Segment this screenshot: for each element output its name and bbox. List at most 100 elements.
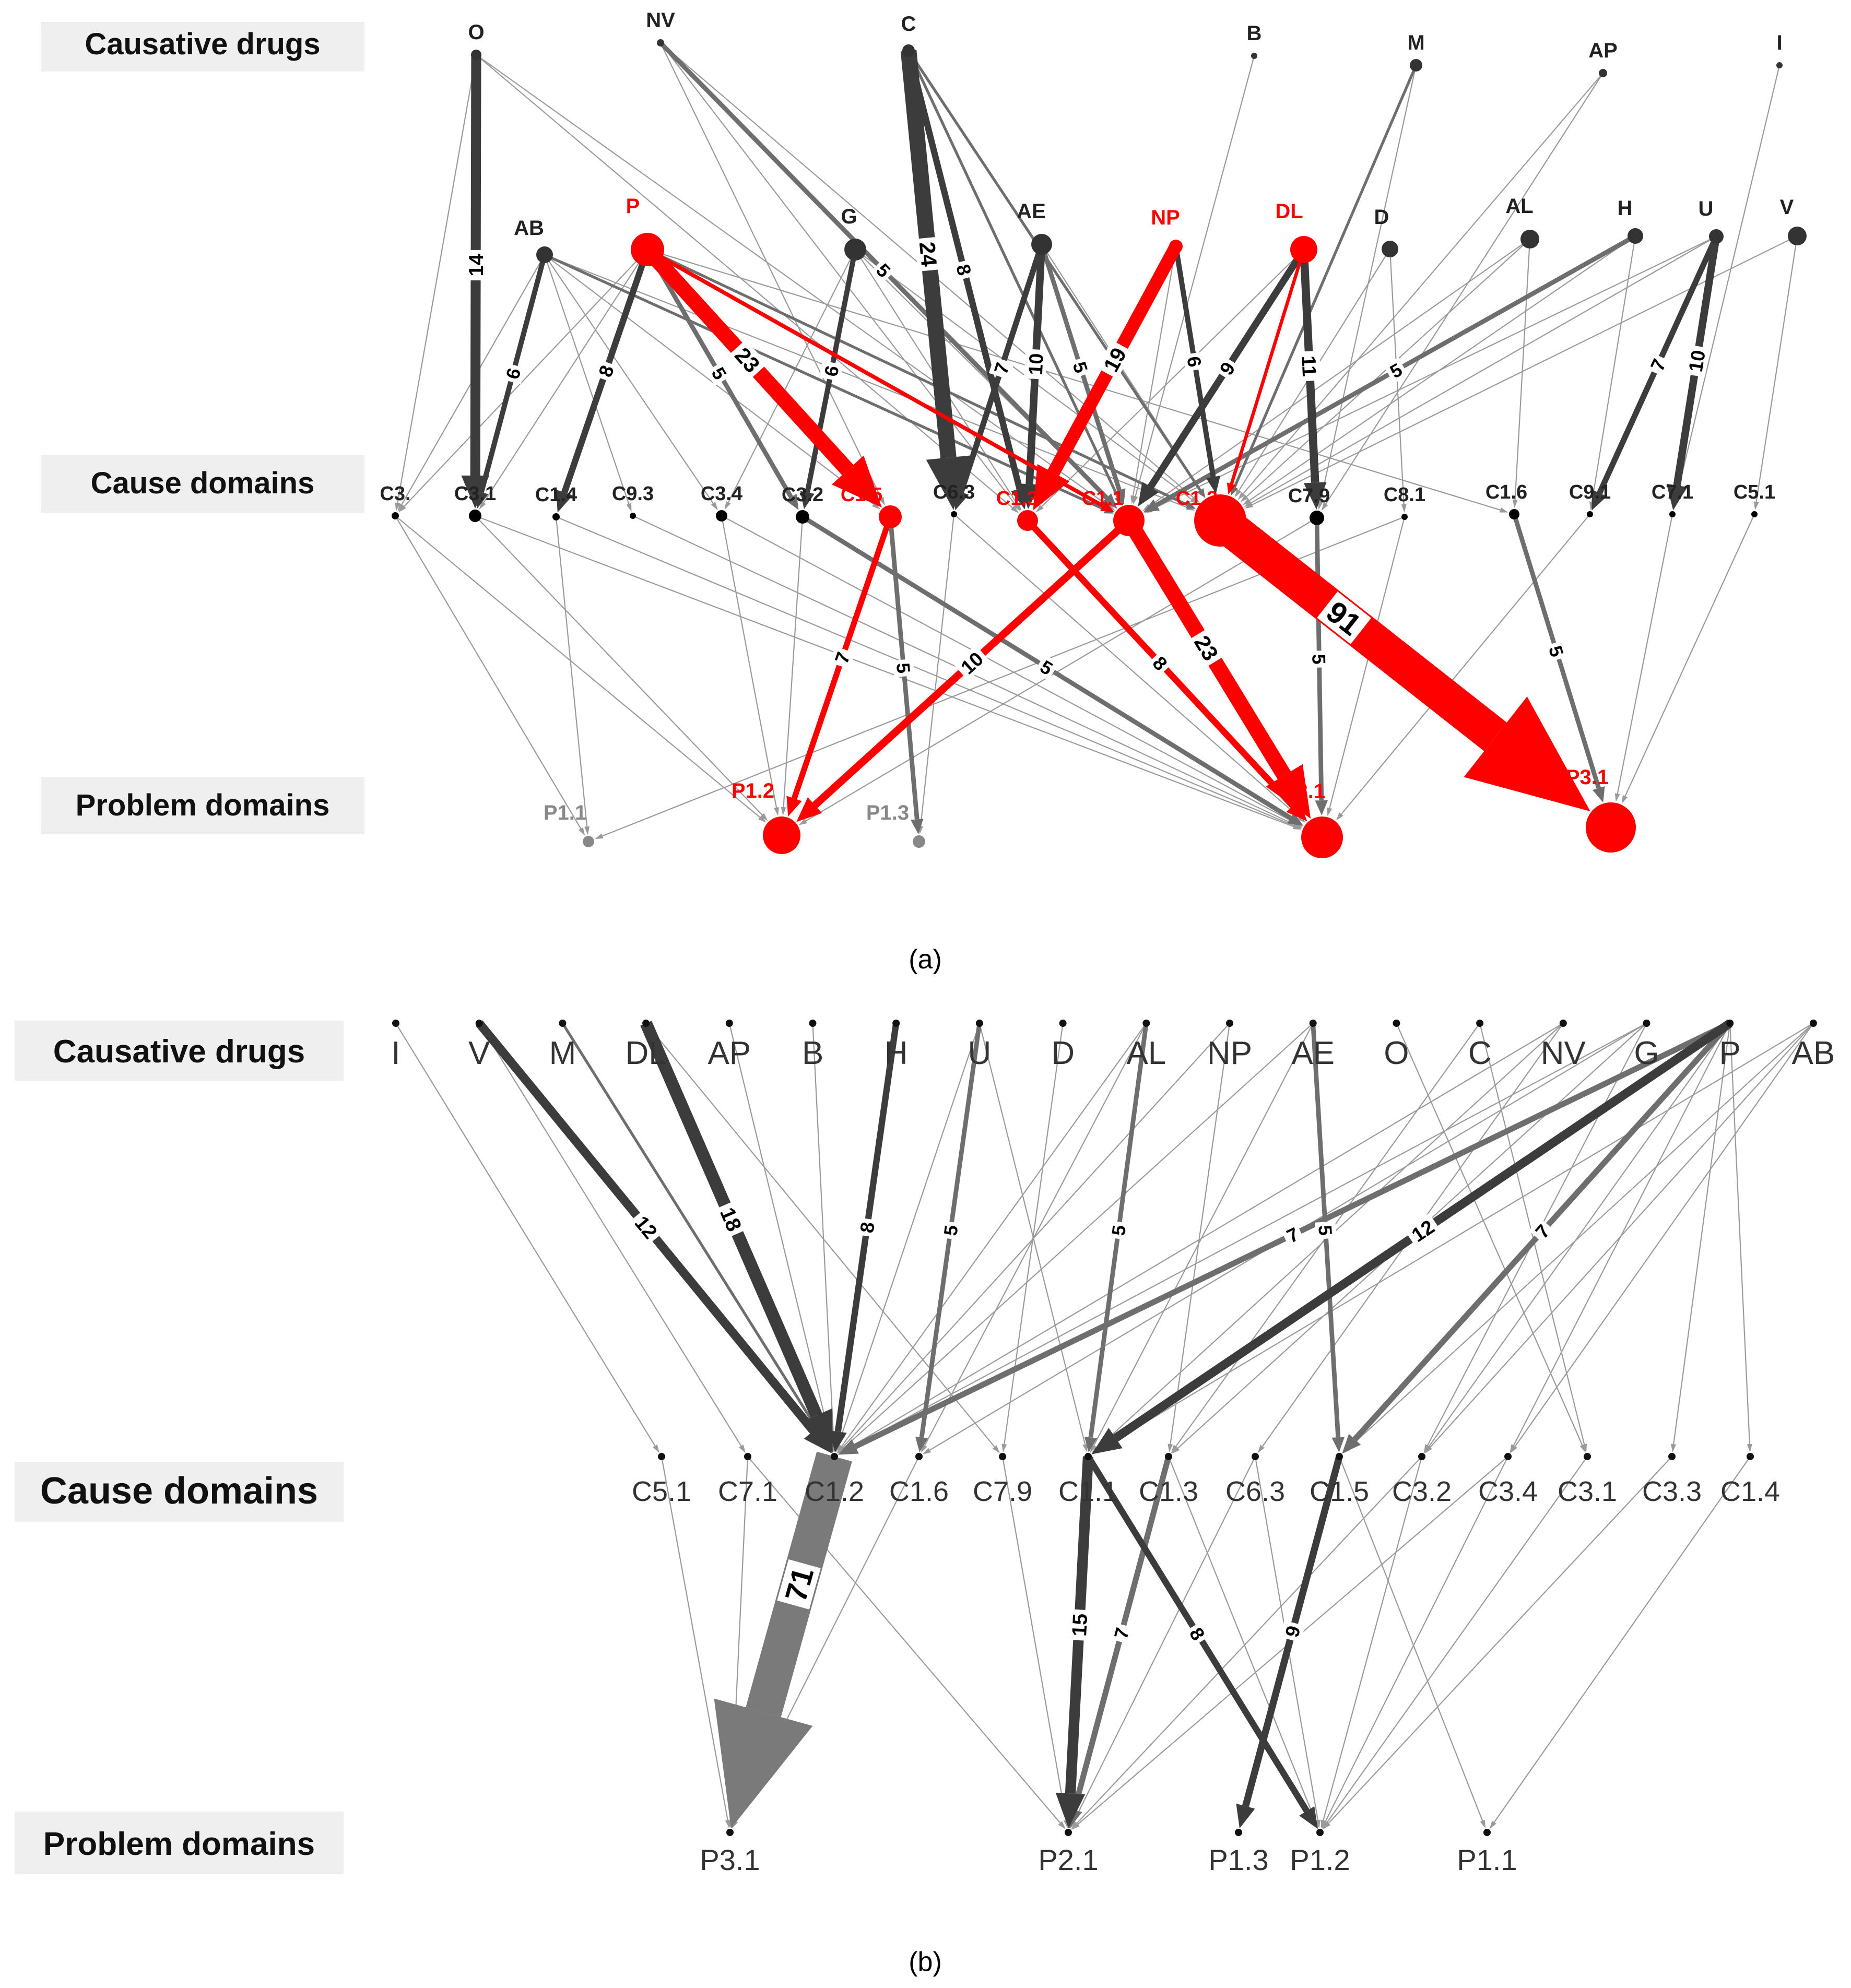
- edge-label-bg: [988, 357, 1014, 380]
- edge-b-c1-3-to-p1-2: [1168, 1456, 1316, 1821]
- edge-b-c7-9-to-p2-1: [1001, 1456, 1067, 1820]
- edge-label-bg: [1308, 650, 1330, 668]
- edges-layer-a: [395, 41, 1798, 839]
- edge-label-a: 5: [1034, 654, 1059, 681]
- edge-arrowhead: [758, 815, 767, 823]
- edge-label-bg: [777, 1559, 821, 1610]
- node-p1-3: P1.3: [866, 801, 925, 848]
- edge-label-bg: [951, 258, 977, 281]
- edge-a-c8-1-to-p2-1: [1329, 516, 1406, 809]
- node-ap: AP: [1588, 39, 1618, 77]
- edge-arrowhead: [798, 819, 807, 825]
- edge-label-bg: [727, 339, 768, 380]
- edge-arrowhead: [711, 502, 718, 511]
- node-label: C5.1: [632, 1476, 691, 1507]
- node-label: V: [1780, 196, 1794, 219]
- node-label: C1.2: [1176, 488, 1218, 510]
- edge-b-p-to-c3-3: [1673, 1023, 1731, 1445]
- edge-b-ae-to-c1-1: [1093, 1023, 1314, 1446]
- edge-a-h-to-c9-1: [1591, 235, 1636, 502]
- node-circle: [1586, 802, 1636, 853]
- node-label: C3.1: [1558, 1476, 1617, 1507]
- node-circle: [657, 39, 664, 46]
- node-b: B: [802, 1020, 823, 1071]
- row-label-text: Problem domains: [43, 1826, 315, 1862]
- node-circle: [796, 510, 809, 524]
- edge-arrowhead: [1591, 490, 1607, 511]
- edge-label-bg: [819, 360, 843, 382]
- node-circle: [1226, 1020, 1233, 1027]
- node-d: D: [1374, 206, 1398, 257]
- edge-arrowhead: [1236, 1803, 1255, 1829]
- node-p2-1: P2.1: [1282, 780, 1343, 858]
- edge-label-b: 8: [855, 1217, 879, 1238]
- node-circle: [1643, 1020, 1650, 1027]
- node-label: D: [1051, 1035, 1075, 1071]
- edge-label-bg: [628, 1208, 665, 1246]
- node-v: V: [1780, 196, 1807, 245]
- node-c1-6: C1.6: [1485, 481, 1527, 519]
- edge-b-g-to-c1-2: [845, 1023, 1647, 1451]
- node-label: C3.2: [782, 484, 823, 506]
- node-label: C1.1: [1058, 1476, 1118, 1507]
- row-label-problems-a: Problem domains: [41, 777, 364, 834]
- edge-arrowhead: [1015, 502, 1022, 511]
- edge-arrowhead: [1499, 507, 1508, 513]
- node-circle: [1301, 816, 1343, 858]
- node-nv: NV: [646, 9, 675, 46]
- panel-a-caption: (a): [909, 944, 942, 975]
- node-c6-3: C6.3: [1225, 1453, 1285, 1507]
- edge-a-c9-1-to-p2-1: [1341, 514, 1590, 815]
- edge-label-a: 5: [1544, 640, 1569, 662]
- edge-weight-label: 5: [892, 662, 914, 674]
- node-circle: [583, 836, 594, 847]
- node-u: U: [1699, 197, 1724, 244]
- node-circle: [809, 1020, 817, 1027]
- node-circle: [1252, 1453, 1259, 1460]
- edge-arrowhead: [1257, 1445, 1265, 1453]
- edge-arrowhead: [1237, 492, 1245, 500]
- node-label: H: [1618, 197, 1633, 220]
- node-circle: [902, 44, 915, 57]
- edge-b-c3-3-to-p1-2: [1328, 1456, 1672, 1824]
- edge-arrowhead: [1192, 495, 1200, 503]
- node-p3-1: P3.1: [700, 1829, 760, 1876]
- node-circle: [552, 513, 560, 520]
- edge-weight-label: 24: [915, 241, 941, 268]
- edge-arrowhead: [1138, 481, 1159, 507]
- node-np: NP: [1151, 206, 1183, 253]
- node-label: C7.1: [718, 1476, 777, 1507]
- node-label: NP: [1207, 1035, 1252, 1071]
- edge-label-bg: [939, 1221, 962, 1240]
- edge-label-a: 7: [829, 646, 855, 669]
- node-circle: [1031, 234, 1052, 255]
- edge-a-c1-4-to-p1-1: [555, 516, 588, 827]
- node-circle: [1017, 510, 1038, 531]
- node-u: U: [968, 1020, 991, 1071]
- node-label: P2.1: [1282, 780, 1325, 803]
- node-label: AB: [514, 217, 544, 240]
- edge-label-b: 7: [1280, 1222, 1305, 1248]
- row-label-text: Problem domains: [76, 788, 330, 822]
- edge-weight-label: 14: [465, 254, 488, 277]
- edge-a-dl-to-c1-3: [1041, 249, 1304, 507]
- edge-label-a: 5: [1068, 356, 1093, 378]
- node-label: D: [1374, 206, 1389, 229]
- edge-b-c-to-c3-1: [1479, 1023, 1585, 1445]
- edge-arrowhead: [1186, 501, 1196, 509]
- edge-arrowhead: [1113, 488, 1126, 505]
- edge-weight-label: 5: [1308, 654, 1329, 665]
- edge-b-c3-4-to-p1-2: [1325, 1456, 1508, 1822]
- node-b: B: [1247, 22, 1261, 59]
- edge-a-c3-4-to-p1-2: [721, 515, 777, 808]
- edge-label-bg: [1280, 1620, 1305, 1643]
- node-ab: AB: [1792, 1020, 1835, 1071]
- node-circle: [1709, 229, 1724, 244]
- edge-a-c3-4-to-p2-1: [721, 515, 1296, 824]
- edge-a-nv-to-c1-3: [660, 42, 1016, 505]
- edge-arrowhead: [1621, 795, 1628, 804]
- edge-a-al-to-c1-1: [1149, 239, 1530, 507]
- node-circle: [1747, 1453, 1754, 1460]
- edge-b-p-to-c1-4: [1729, 1023, 1750, 1445]
- node-label: C1.1: [1082, 488, 1124, 510]
